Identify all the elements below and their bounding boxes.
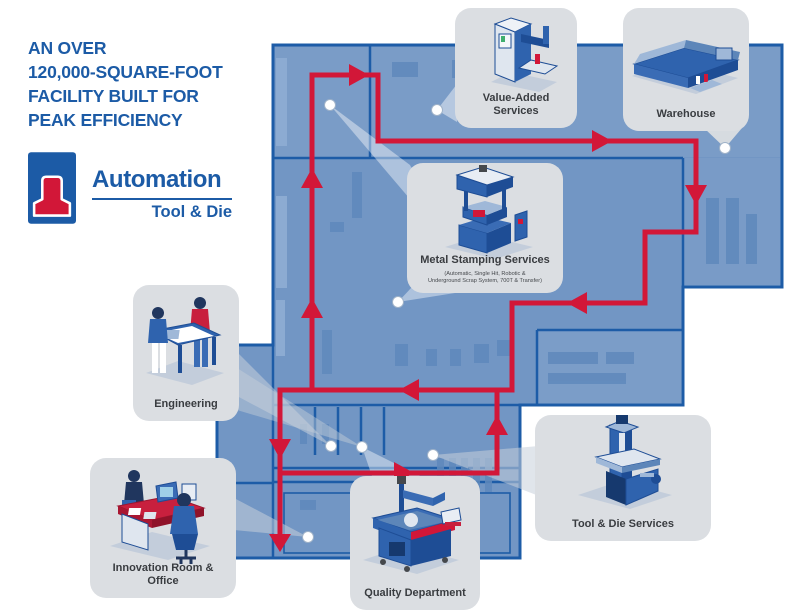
card-warehouse: Warehouse (623, 8, 749, 131)
headline-line: FACILITY BUILT FOR (28, 86, 199, 106)
logo-tagline: Tool & Die (151, 203, 232, 221)
station-label: Warehouse (656, 108, 716, 120)
company-logo: Automation Tool & Die (28, 152, 232, 224)
station-label: Metal Stamping Services (420, 254, 550, 266)
station-sublabel: (Automatic, Single Hit, Robotic & Underg… (428, 271, 542, 284)
card-innovation-room-office: Innovation Room & Office (90, 458, 236, 598)
engineers-drafting-table-icon (133, 285, 239, 393)
station-label: Value-Added Services (482, 92, 550, 117)
card-value-added-services: Value-Added Services (455, 8, 577, 128)
station-label: Tool & Die Services (572, 518, 674, 530)
station-marker-dots (302, 99, 731, 543)
stamping-press-icon (407, 163, 563, 263)
station-label: Engineering (154, 398, 218, 410)
milling-machine-icon (535, 415, 711, 515)
card-quality-department: Quality Department (350, 476, 480, 610)
callout-beams (234, 84, 742, 537)
headline-line: AN OVER (28, 38, 107, 58)
stamped-part-logo-icon (28, 152, 76, 224)
warehouse-building-icon (623, 8, 749, 103)
card-engineering: Engineering (133, 285, 239, 421)
headline-line: PEAK EFFICIENCY (28, 110, 183, 130)
headline-line: 120,000-SQUARE-FOOT (28, 62, 223, 82)
logo-name: Automation (92, 166, 232, 200)
cmm-machine-icon (350, 476, 480, 581)
card-tool-die-services: Tool & Die Services (535, 415, 711, 541)
welder-machine-icon (455, 8, 577, 100)
headline: AN OVER 120,000-SQUARE-FOOT FACILITY BUI… (28, 36, 223, 132)
card-metal-stamping-services: Metal Stamping Services (Automatic, Sing… (407, 163, 563, 293)
office-desk-icon (90, 458, 236, 568)
station-label: Innovation Room & Office (112, 562, 214, 587)
station-label: Quality Department (364, 587, 466, 599)
